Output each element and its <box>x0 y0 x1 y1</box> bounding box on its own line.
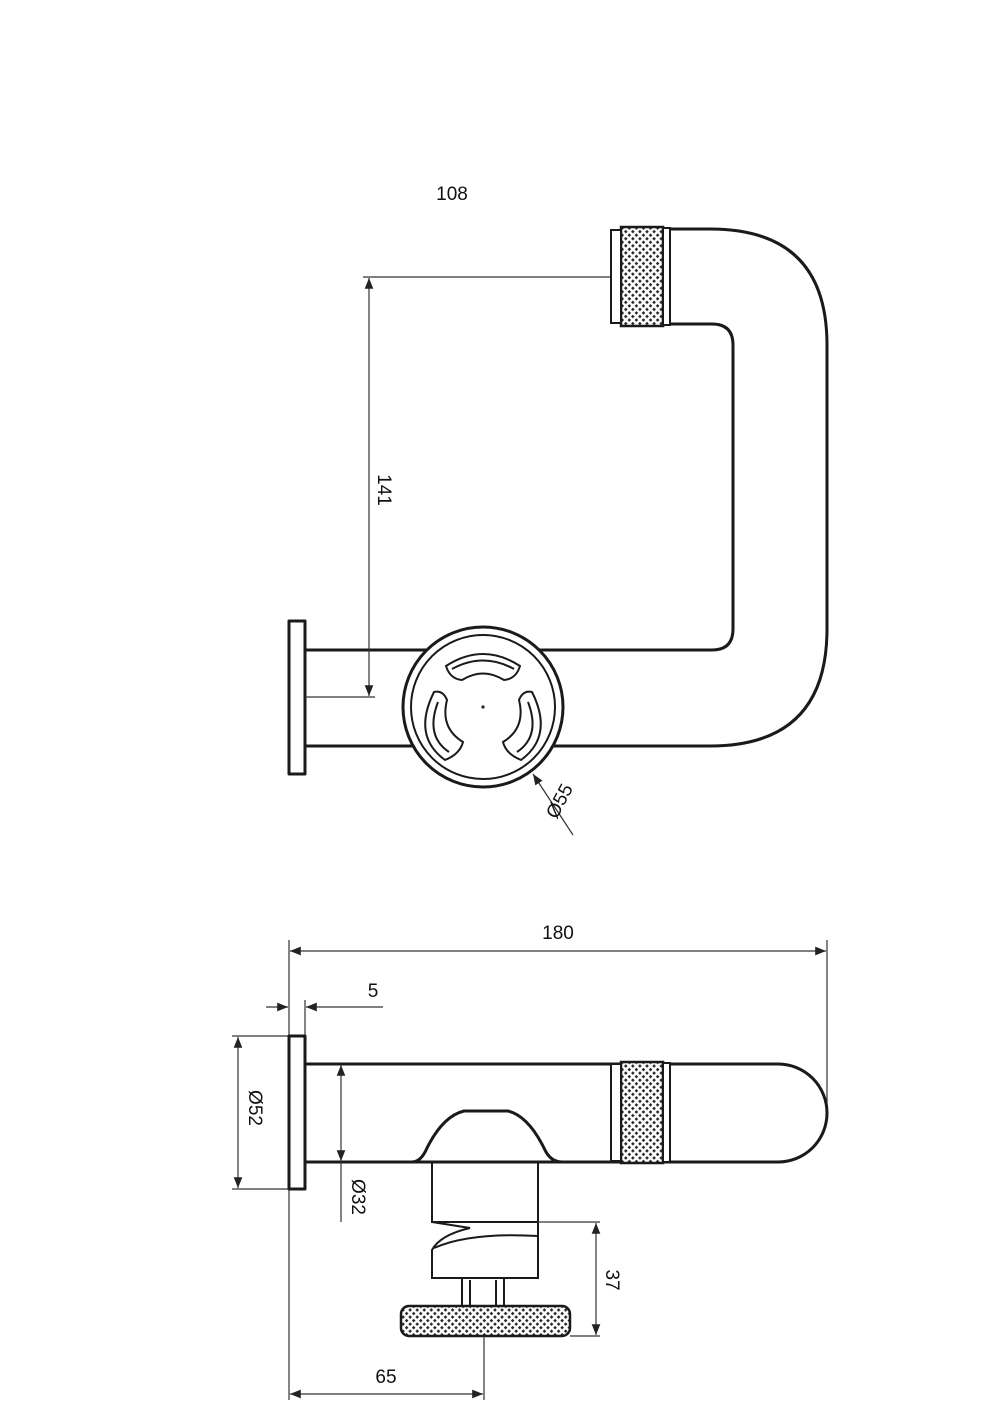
wall-flange-top <box>287 619 307 776</box>
dim-180-label: 180 <box>542 923 574 944</box>
dim-d55: Ø55 <box>532 773 578 836</box>
dim-37: 37 <box>538 1221 622 1337</box>
dim-141-label: 141 <box>373 474 394 506</box>
dim-d32-label: Ø32 <box>347 1179 368 1215</box>
dim-65-label: 65 <box>375 1367 396 1388</box>
dim-d55-label: Ø55 <box>542 781 577 823</box>
wall-flange-side <box>287 1034 307 1191</box>
knurled-cap-top <box>619 225 665 328</box>
dim-5-label: 5 <box>368 981 379 1002</box>
dim-65: 65 <box>290 1336 485 1400</box>
spout-pipe-top <box>303 227 829 748</box>
side-view: 180 5 Ø52 Ø32 <box>232 923 829 1400</box>
spout-ring-top <box>662 227 671 326</box>
collar-ring-right-side <box>662 1062 671 1163</box>
dim-108-label: 108 <box>436 184 468 205</box>
valve-body-side <box>410 1109 564 1307</box>
dim-d52: Ø52 <box>232 1035 289 1190</box>
knurled-collar-side <box>619 1060 665 1165</box>
spout-end-ring-top <box>610 229 622 324</box>
dim-d52-label: Ø52 <box>244 1090 265 1126</box>
knurled-handwheel-side <box>399 1304 572 1338</box>
spout-pipe-side <box>303 1062 829 1164</box>
dim-37-label: 37 <box>601 1269 622 1290</box>
handwheel-top <box>401 625 565 789</box>
dim-d32: Ø32 <box>336 1065 368 1222</box>
dim-5: 5 <box>266 981 383 1036</box>
dim-141: 141 <box>305 276 612 698</box>
top-view: 141 Ø55 108 <box>287 184 829 836</box>
collar-ring-left-side <box>610 1063 622 1162</box>
